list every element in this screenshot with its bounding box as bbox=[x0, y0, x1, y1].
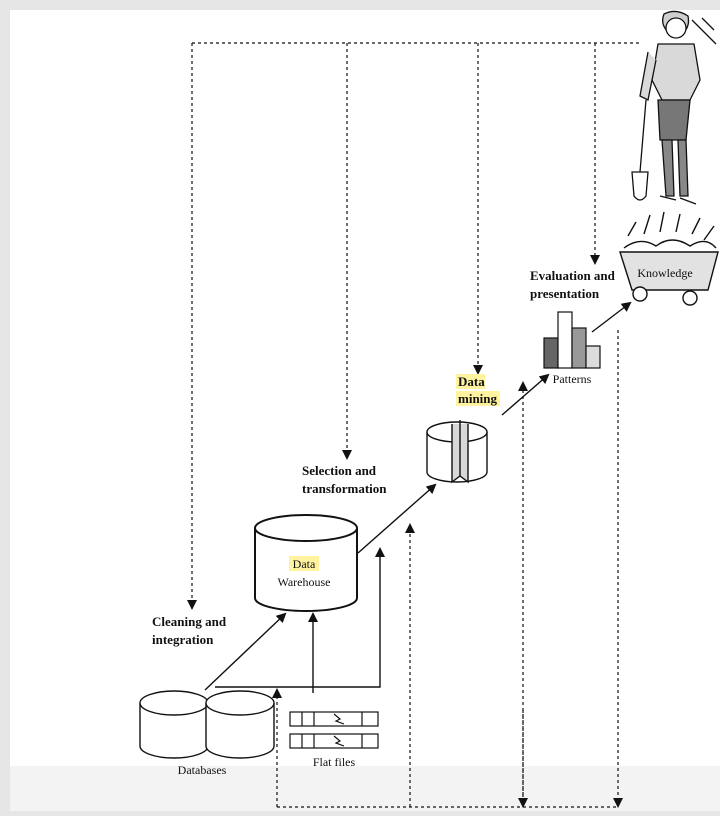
mining-highlight-1 bbox=[456, 374, 485, 389]
stage-selection-line2: transformation bbox=[302, 481, 387, 496]
warehouse-label-line1: Data bbox=[293, 557, 316, 571]
patterns-label: Patterns bbox=[553, 372, 592, 386]
data-mining-icon bbox=[426, 420, 488, 484]
feedback-lines-bottom bbox=[272, 330, 623, 808]
databases-icon bbox=[139, 690, 275, 759]
stage-cleaning-line1: Cleaning and bbox=[152, 614, 227, 629]
stage-selection-line1: Selection and bbox=[302, 463, 377, 478]
knowledge-label: Knowledge bbox=[637, 266, 692, 280]
stage-mining-line2: mining bbox=[458, 391, 498, 406]
process-arrows bbox=[204, 301, 632, 693]
mining-highlight-2 bbox=[456, 391, 500, 406]
page-area bbox=[10, 10, 720, 766]
miner-figure-icon bbox=[631, 10, 717, 205]
warehouse-highlight bbox=[289, 556, 319, 571]
databases-label: Databases bbox=[178, 763, 227, 777]
patterns-icon bbox=[543, 311, 601, 369]
knowledge-cart-icon bbox=[619, 211, 719, 306]
stage-evaluation-line1: Evaluation and bbox=[530, 268, 616, 283]
stage-cleaning-line2: integration bbox=[152, 632, 214, 647]
feedback-lines-top bbox=[187, 42, 640, 610]
stage-mining-line1: Data bbox=[458, 374, 485, 389]
warehouse-label-line2: Warehouse bbox=[277, 575, 330, 589]
flat-files-icon bbox=[289, 711, 379, 749]
flat-files-label: Flat files bbox=[313, 755, 356, 769]
page-footer-band bbox=[10, 766, 720, 811]
stage-evaluation-line2: presentation bbox=[530, 286, 600, 301]
